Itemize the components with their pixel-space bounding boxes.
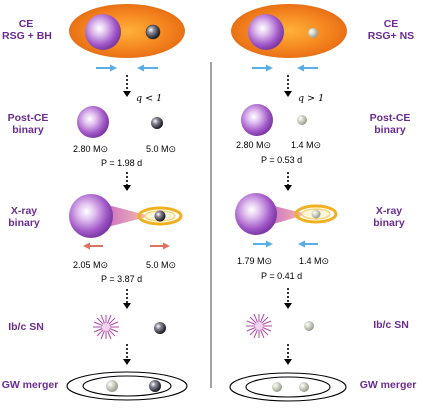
left-supernova-icon (93, 314, 119, 340)
left-postce-period: P = 1.98 d (101, 158, 143, 168)
left-xray-bh-icon (154, 210, 166, 222)
right-mass-ratio-condition: q > 1 (298, 93, 325, 104)
right-xray-mass-1: 1.79 M⊙ (237, 256, 273, 266)
right-merger-ns-icon-2 (299, 382, 309, 392)
left-sn-bh-icon (154, 322, 166, 334)
left-postce-mass-1: 2.80 M⊙ (73, 144, 109, 154)
right-xray-period: P = 0.41 d (261, 271, 303, 281)
left-rsg-star (85, 14, 121, 50)
left-merger-bh-icon (149, 380, 161, 392)
left-stage-sn-label: Ib/c SN (8, 321, 44, 333)
right-merger-ns-icon-1 (272, 382, 282, 392)
left-mass-ratio-condition: q < 1 (136, 93, 163, 104)
left-merger-ns-icon (106, 380, 118, 392)
right-stage-sn-label: Ib/c SN (373, 319, 409, 331)
right-orbit-outer (229, 372, 347, 402)
left-postce-bh-icon (151, 117, 163, 129)
left-orbit-outer (66, 371, 188, 401)
left-bh-icon (145, 24, 161, 40)
left-postce-mass-2: 5.0 M⊙ (146, 144, 177, 154)
left-accretion-disk (137, 206, 183, 226)
right-xray-mass-2: 1.4 M⊙ (299, 256, 330, 266)
right-xray-ns-icon (311, 209, 321, 219)
right-donor-star (235, 193, 277, 235)
right-orbit-inner (245, 376, 331, 398)
left-xray-period: P = 3.87 d (101, 274, 143, 284)
right-supernova-icon (246, 313, 272, 339)
right-stage-gw-label: GW merger (359, 379, 417, 391)
left-donor-star (69, 194, 113, 238)
right-sn-ns-icon (304, 321, 314, 331)
left-orbit-inner (82, 375, 172, 397)
right-accretion-disk (294, 204, 338, 224)
left-xray-mass-2: 5.0 M⊙ (146, 260, 177, 270)
right-postce-star (241, 104, 273, 136)
right-postce-mass-1: 2.80 M⊙ (236, 140, 272, 150)
left-postce-star (77, 106, 109, 138)
right-postce-period: P = 0.53 d (261, 155, 303, 165)
left-stage-gw-label: GW merger (1, 379, 59, 391)
right-postce-mass-2: 1.4 M⊙ (291, 140, 322, 150)
right-rsg-star (248, 14, 284, 50)
right-postce-ns-icon (297, 115, 307, 125)
left-xray-mass-1: 2.05 M⊙ (73, 260, 109, 270)
right-ns-icon (308, 28, 318, 38)
